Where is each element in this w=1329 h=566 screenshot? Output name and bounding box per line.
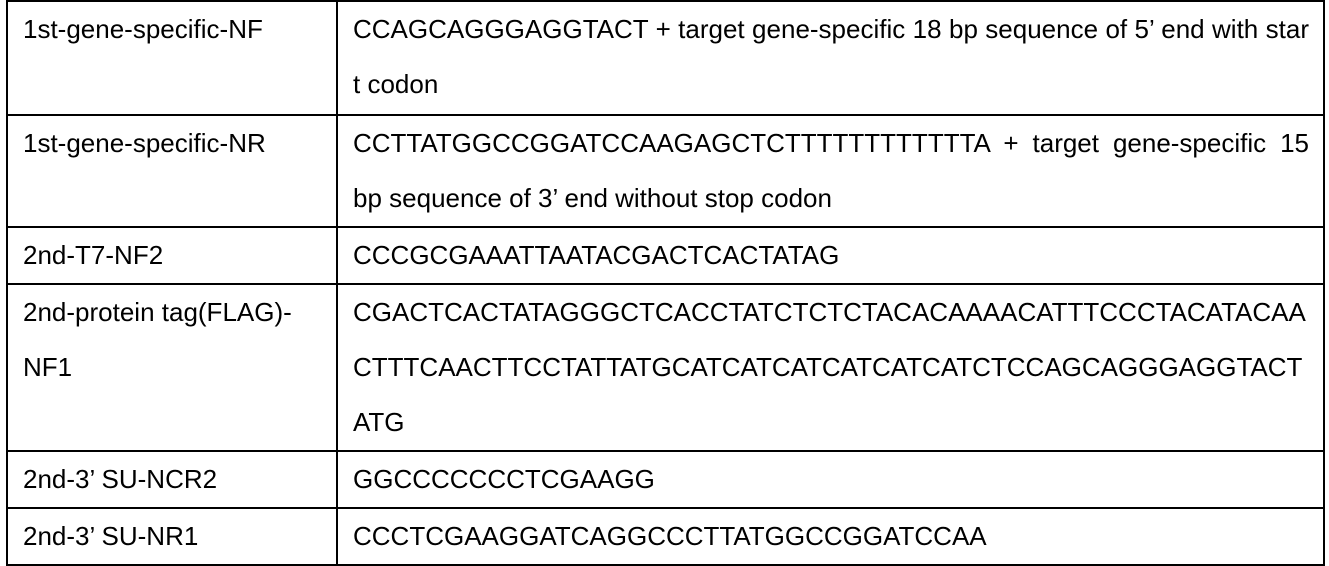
primer-name-cell: 2nd-protein tag(FLAG)-NF1 xyxy=(6,283,338,452)
primer-sequence-cell: CCAGCAGGGAGGTACT + target gene-specific … xyxy=(336,0,1325,116)
primer-name-cell: 2nd-3’ SU-NR1 xyxy=(6,507,338,566)
table-row: 1st-gene-specific-NF CCAGCAGGGAGGTACT + … xyxy=(6,0,1325,116)
primer-table: 1st-gene-specific-NF CCAGCAGGGAGGTACT + … xyxy=(6,0,1325,566)
primer-sequence-cell: CCCTCGAAGGATCAGGCCCTTATGGCCGGATCCAA xyxy=(336,507,1325,566)
primer-sequence-cell: CGACTCACTATAGGGCTCACCTATCTCTCTACACAAAACA… xyxy=(336,283,1325,452)
table-row: 2nd-protein tag(FLAG)-NF1 CGACTCACTATAGG… xyxy=(6,283,1325,452)
table-row: 1st-gene-specific-NR CCTTATGGCCGGATCCAAG… xyxy=(6,114,1325,228)
primer-name-cell: 1st-gene-specific-NF xyxy=(6,0,338,116)
table-row: 2nd-3’ SU-NR1 CCCTCGAAGGATCAGGCCCTTATGGC… xyxy=(6,507,1325,566)
primer-sequence-cell: CCCGCGAAATTAATACGACTCACTATAG xyxy=(336,226,1325,285)
primer-sequence-cell: CCTTATGGCCGGATCCAAGAGCTCTTTTTTTTTTTTA + … xyxy=(336,114,1325,228)
table-row: 2nd-T7-NF2 CCCGCGAAATTAATACGACTCACTATAG xyxy=(6,226,1325,285)
primer-name-cell: 2nd-3’ SU-NCR2 xyxy=(6,450,338,509)
primer-name-cell: 1st-gene-specific-NR xyxy=(6,114,338,228)
primer-sequence-cell: GGCCCCCCCTCGAAGG xyxy=(336,450,1325,509)
primer-name-cell: 2nd-T7-NF2 xyxy=(6,226,338,285)
table-row: 2nd-3’ SU-NCR2 GGCCCCCCCTCGAAGG xyxy=(6,450,1325,509)
primer-table-container: 1st-gene-specific-NF CCAGCAGGGAGGTACT + … xyxy=(6,0,1325,566)
